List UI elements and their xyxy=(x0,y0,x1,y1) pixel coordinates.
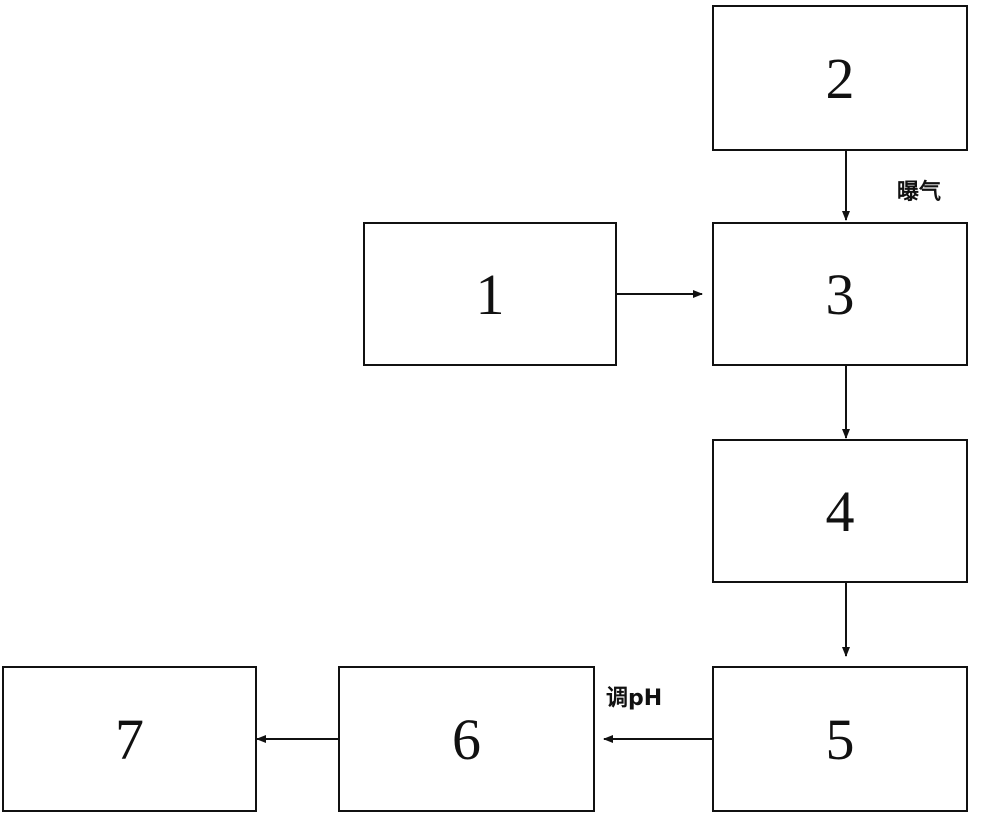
box-2: 2 xyxy=(712,5,968,151)
box-4-label: 4 xyxy=(825,478,855,544)
edge-label-adjust-ph: 调pH xyxy=(606,686,663,711)
box-3: 3 xyxy=(712,222,968,366)
box-3-label: 3 xyxy=(825,261,855,327)
box-5: 5 xyxy=(712,666,968,812)
box-2-label: 2 xyxy=(825,45,855,111)
box-4: 4 xyxy=(712,439,968,583)
box-1: 1 xyxy=(363,222,617,366)
box-5-label: 5 xyxy=(825,706,855,772)
box-7-label: 7 xyxy=(115,706,144,772)
box-1-label: 1 xyxy=(475,261,505,327)
edge-label-aeration: 曝气 xyxy=(897,180,942,205)
box-6: 6 xyxy=(338,666,595,812)
box-6-label: 6 xyxy=(452,706,481,772)
box-7: 7 xyxy=(2,666,257,812)
